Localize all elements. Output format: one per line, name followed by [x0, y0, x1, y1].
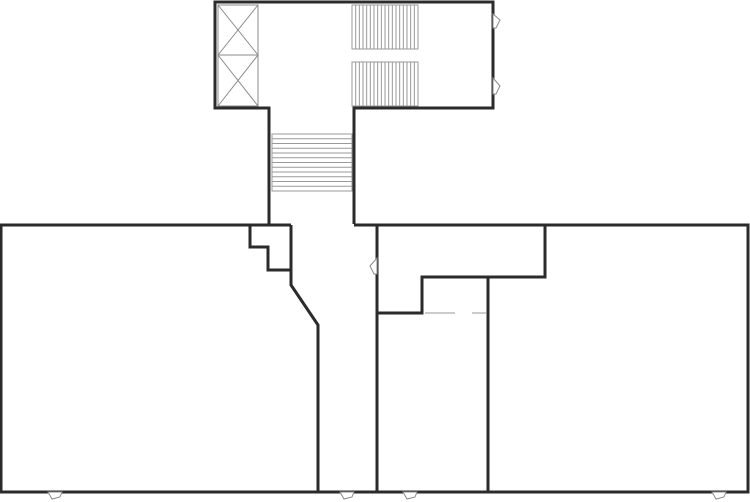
- door-corridor-side: [369, 256, 378, 275]
- left-room-angled-wall: [248, 226, 320, 492]
- upper-right-room-walls: [377, 226, 547, 315]
- stair-main: [271, 133, 353, 192]
- doors: [47, 12, 727, 500]
- door-bottom-middle: [402, 491, 418, 500]
- door-bottom-right: [711, 491, 727, 500]
- stair-upper-2: [351, 61, 419, 107]
- door-upper-right-2: [492, 76, 501, 95]
- lower-block-outer-walls: [0, 223, 750, 494]
- door-bottom-left: [47, 491, 63, 500]
- elevator-shaft-bottom: [217, 54, 259, 107]
- door-bottom-corridor: [339, 491, 355, 500]
- stair-upper-1: [351, 4, 419, 50]
- elevator-shaft-group: [217, 4, 259, 107]
- upper-block-walls: [213, 0, 495, 224]
- door-upper-right-1: [492, 12, 501, 29]
